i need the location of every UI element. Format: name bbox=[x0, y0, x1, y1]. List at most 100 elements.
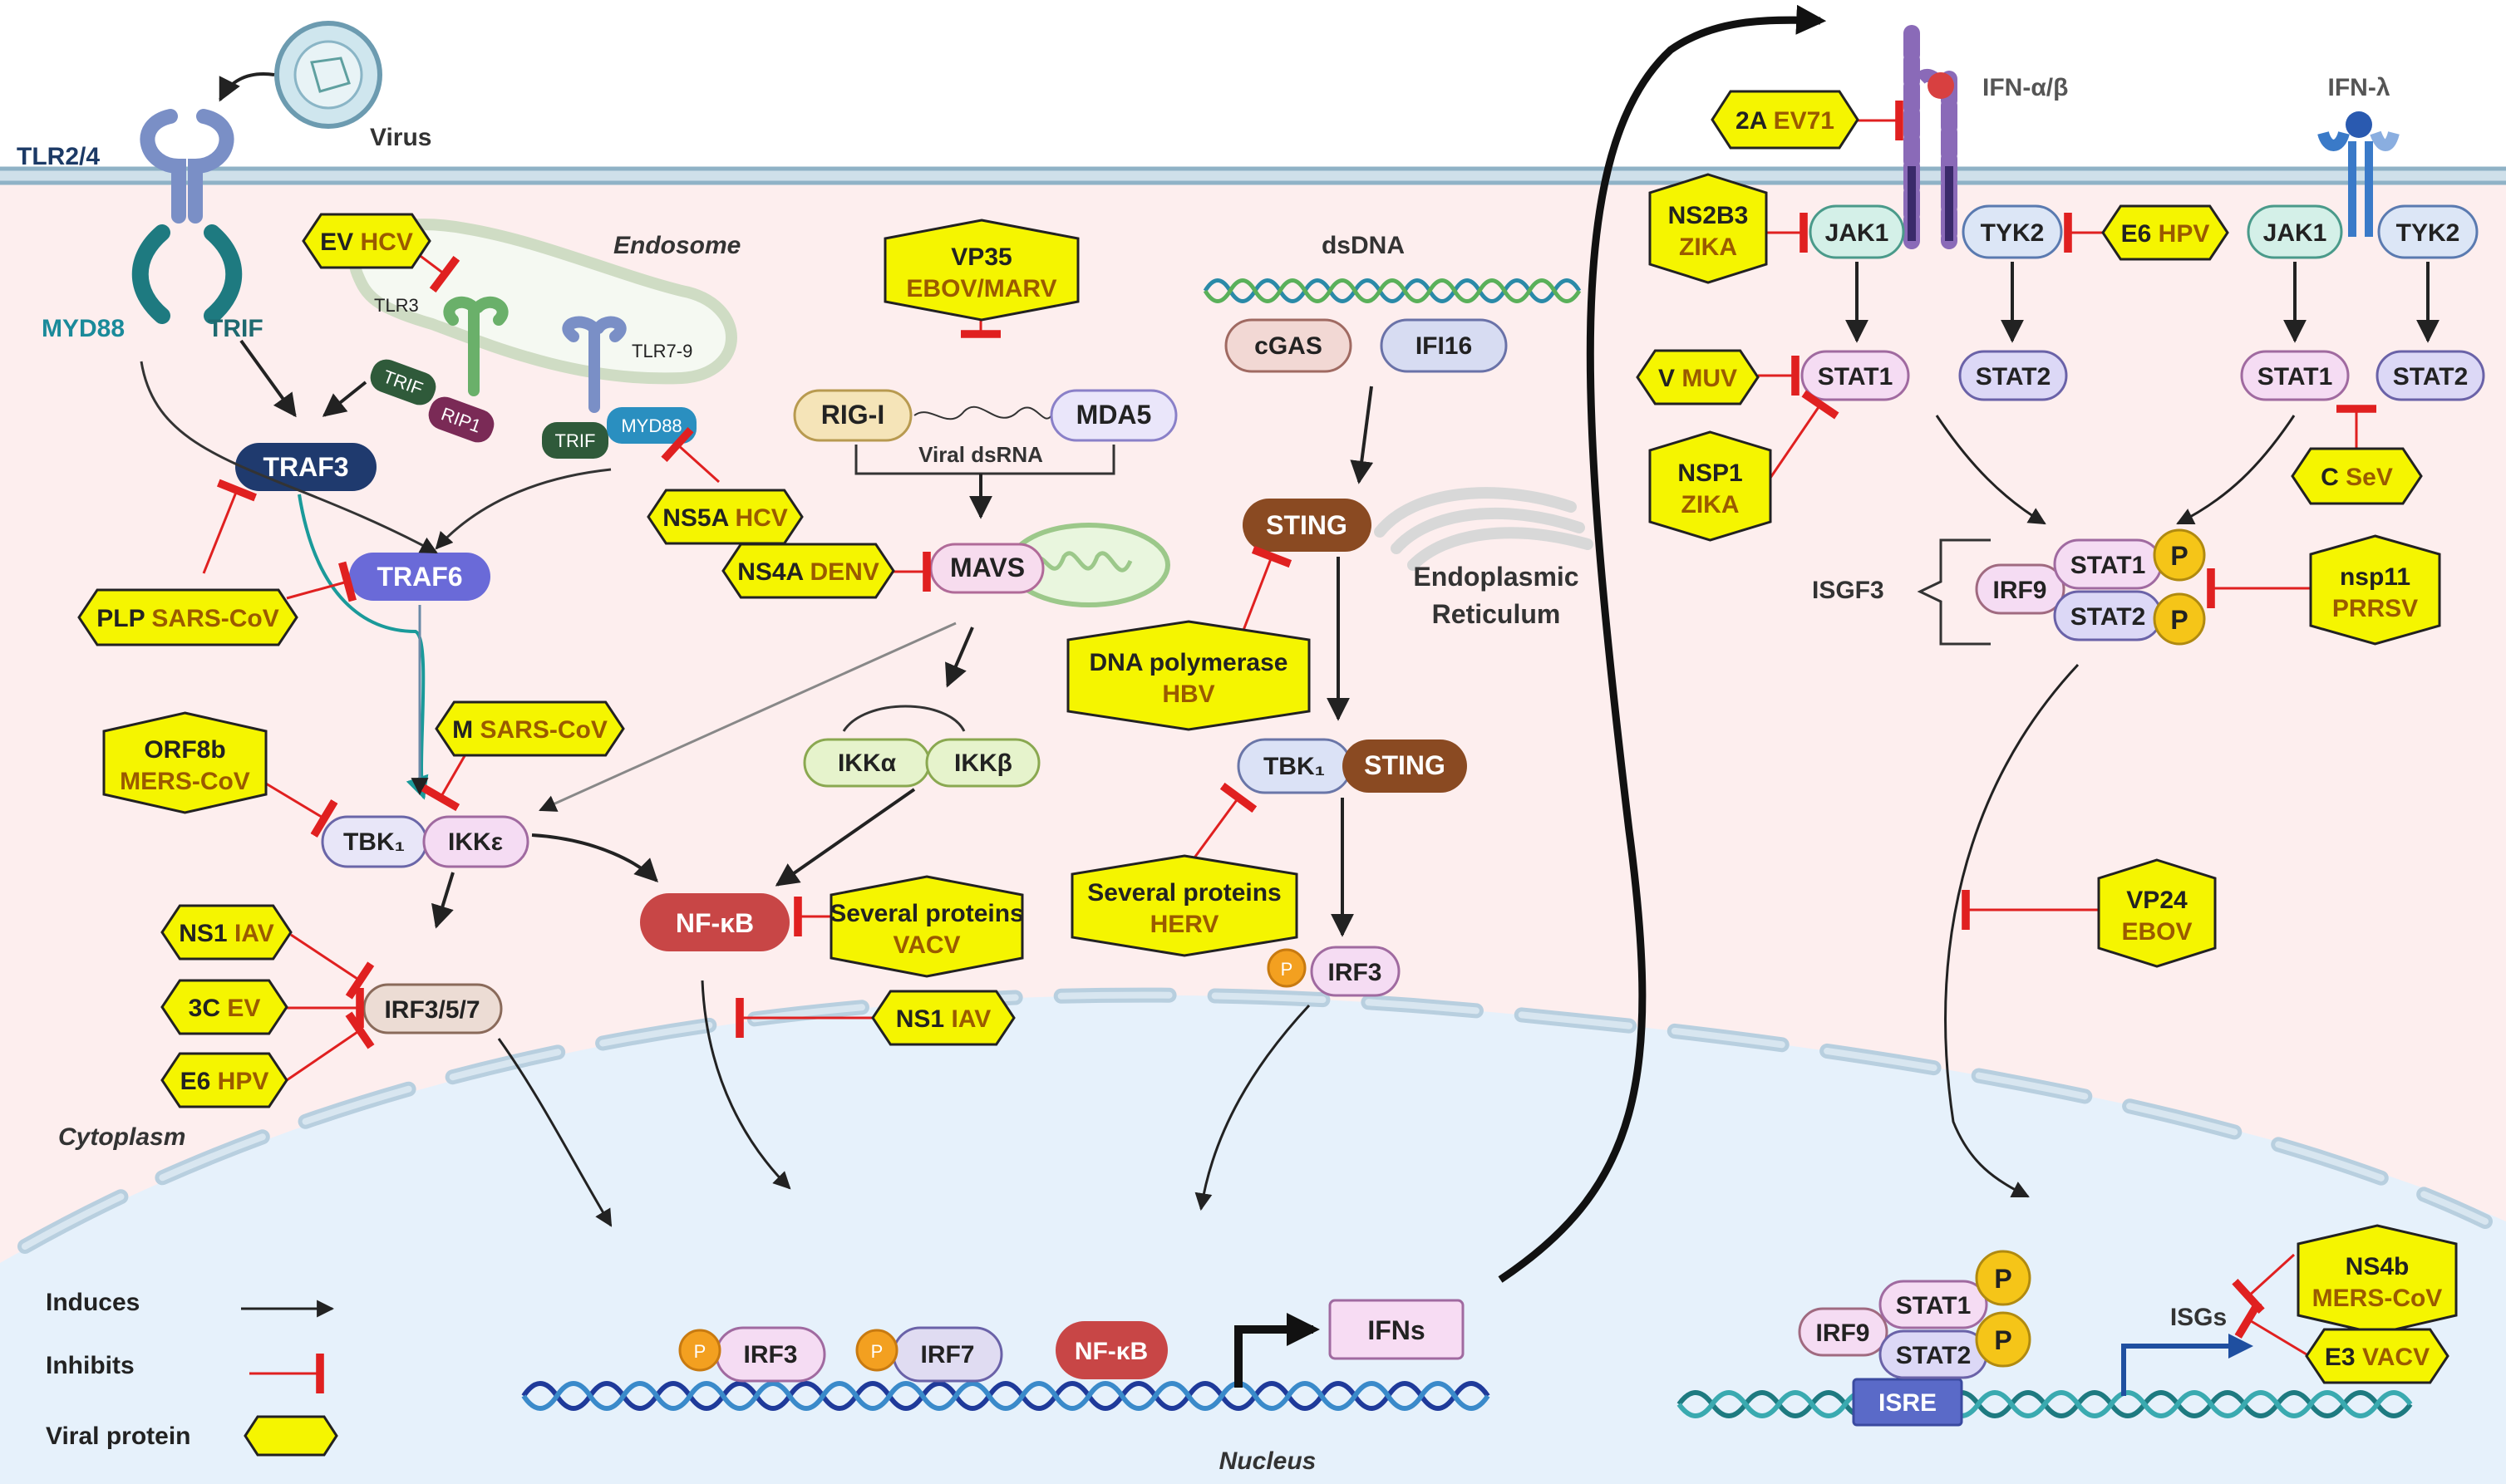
legend-inhibits-label: Inhibits bbox=[46, 1352, 135, 1379]
virus-name: EBOV/MARV bbox=[906, 275, 1056, 302]
dna-left-icon bbox=[521, 1381, 1490, 1411]
sting-node[interactable]: STING bbox=[1243, 499, 1371, 552]
viral-protein-c3-ev[interactable]: 3C EV bbox=[160, 979, 288, 1035]
myd88-tlr7-node[interactable]: MYD88 bbox=[607, 407, 697, 444]
stat2-b-node[interactable]: STAT2 bbox=[2376, 350, 2485, 401]
virus-name: MUV bbox=[1681, 365, 1737, 392]
svg-text:TRIF: TRIF bbox=[555, 430, 596, 451]
tyk2-a-node[interactable]: TYK2 bbox=[1962, 204, 2063, 259]
nfkb-nuc-node[interactable]: NF-κB bbox=[1056, 1321, 1168, 1379]
cytoplasm-label: Cytoplasm bbox=[58, 1123, 185, 1151]
sting2-node[interactable]: STING bbox=[1342, 740, 1467, 793]
viral-dsrna-icon bbox=[913, 405, 1052, 420]
stat1-b-node[interactable]: STAT1 bbox=[2240, 350, 2350, 401]
viral-protein-e6-hpv-b[interactable]: E6 HPV bbox=[2101, 204, 2229, 261]
ifns-node[interactable]: IFNs bbox=[1328, 1299, 1465, 1360]
viral-protein-name: VP35 bbox=[951, 243, 1012, 271]
svg-text:MYD88: MYD88 bbox=[621, 415, 682, 436]
svg-text:STING: STING bbox=[1364, 750, 1445, 780]
jak1-a-node[interactable]: JAK1 bbox=[1809, 204, 1905, 259]
ikkb-node[interactable]: IKKβ bbox=[925, 738, 1041, 788]
traf3-node[interactable]: TRAF3 bbox=[235, 443, 377, 491]
stat2-nuc-node[interactable]: STAT2 bbox=[1878, 1329, 1988, 1379]
cgas-node[interactable]: cGAS bbox=[1224, 318, 1352, 373]
rip1-node[interactable]: RIP1 bbox=[425, 393, 499, 447]
jak1-b-node[interactable]: JAK1 bbox=[2247, 204, 2343, 259]
tyk2-b-node[interactable]: TYK2 bbox=[2377, 204, 2479, 259]
virus-name: VACV bbox=[2362, 1344, 2430, 1371]
viral-protein-v-muv[interactable]: V MUV bbox=[1636, 349, 1760, 405]
trif-endosome-node[interactable]: TRIF bbox=[367, 356, 441, 410]
stat1-nuc-node[interactable]: STAT1 bbox=[1878, 1280, 1988, 1329]
trif-tlr7-node[interactable]: TRIF bbox=[542, 422, 608, 459]
ifi16-node[interactable]: IFI16 bbox=[1380, 318, 1508, 373]
svg-text:STAT2: STAT2 bbox=[1976, 363, 2051, 391]
viral-protein-name: PLP SARS-CoV bbox=[96, 605, 278, 632]
svg-text:IKKβ: IKKβ bbox=[954, 749, 1012, 777]
viral-protein-ns4a[interactable]: NS4A DENV bbox=[721, 543, 895, 599]
tbk1-node[interactable]: TBK₁ bbox=[321, 815, 428, 868]
mda5-node[interactable]: MDA5 bbox=[1050, 389, 1178, 442]
svg-text:TBK₁: TBK₁ bbox=[343, 828, 405, 856]
virus-name: IAV bbox=[951, 1005, 991, 1033]
irf7-nuc-node[interactable]: IRF7 P bbox=[855, 1326, 1003, 1383]
viral-protein-name: DNA polymerase bbox=[1090, 649, 1288, 676]
mavs-node[interactable]: MAVS bbox=[929, 543, 1045, 594]
ifnab-label: IFN-α/β bbox=[1982, 74, 2068, 101]
svg-text:IRF9: IRF9 bbox=[1992, 577, 2046, 604]
irf3-nuc-node[interactable]: IRF3 P bbox=[678, 1326, 826, 1383]
stat1-isgf3-node[interactable]: STAT1 bbox=[2053, 538, 2163, 590]
irf3-cyto-node[interactable]: IRF3 P bbox=[1267, 946, 1401, 997]
tbk1-sting-node[interactable]: TBK₁ bbox=[1237, 738, 1352, 794]
virus-name: VACV bbox=[893, 931, 960, 959]
viral-protein-m-sars[interactable]: M SARS-CoV bbox=[435, 700, 625, 757]
svg-text:STAT1: STAT1 bbox=[1896, 1292, 1972, 1319]
irf9-isgf3-node[interactable]: IRF9 bbox=[1975, 563, 2065, 615]
virus-icon bbox=[274, 21, 382, 129]
er-label: Endoplasmic bbox=[1413, 562, 1578, 592]
nfkb-node[interactable]: NF-κB bbox=[640, 893, 790, 951]
isre-node[interactable]: ISRE bbox=[1852, 1378, 1963, 1427]
viral-protein-ns1-a[interactable]: NS1 IAV bbox=[160, 904, 293, 961]
er-label-2: Reticulum bbox=[1432, 599, 1561, 629]
ikke-node[interactable]: IKKε bbox=[422, 815, 529, 868]
stat2-a-node[interactable]: STAT2 bbox=[1958, 350, 2068, 401]
svg-text:P: P bbox=[1994, 1264, 2011, 1294]
isgs-label: ISGs bbox=[2170, 1304, 2227, 1331]
virus-name: HERV bbox=[1150, 911, 1219, 938]
irf9-nuc-node[interactable]: IRF9 bbox=[1798, 1307, 1888, 1357]
virus-name: HCV bbox=[735, 504, 787, 532]
virus-name: HPV bbox=[2159, 220, 2210, 248]
er-icon bbox=[1374, 487, 1593, 571]
virus-label: Virus bbox=[370, 124, 432, 151]
rigi-node[interactable]: RIG-I bbox=[793, 389, 913, 442]
viral-protein-plp[interactable]: PLP SARS-CoV bbox=[77, 588, 298, 646]
viral-protein-ev71[interactable]: 2A EV71 bbox=[1711, 90, 1859, 150]
ikka-node[interactable]: IKKα bbox=[803, 738, 931, 788]
viral-protein-e3-vacv[interactable]: E3 VACV bbox=[2305, 1328, 2449, 1384]
svg-text:IFI16: IFI16 bbox=[1415, 332, 1472, 360]
stat1-a-node[interactable]: STAT1 bbox=[1800, 350, 1910, 401]
viral-protein-ns5a[interactable]: NS5A HCV bbox=[647, 489, 804, 545]
viral-protein-e6-hpv-a[interactable]: E6 HPV bbox=[160, 1052, 288, 1108]
viral-protein-name: NS4A DENV bbox=[737, 558, 879, 586]
legend-viral-protein-icon bbox=[244, 1415, 338, 1457]
traf6-node[interactable]: TRAF6 bbox=[349, 553, 490, 601]
viral-protein-ev-hcv[interactable]: EV HCV bbox=[302, 213, 431, 269]
irf357-node[interactable]: IRF3/5/7 bbox=[362, 983, 503, 1034]
viral-protein-c-sev[interactable]: C SeV bbox=[2291, 447, 2423, 505]
viral-protein-ns1-b[interactable]: NS1 IAV bbox=[871, 990, 1016, 1046]
viral-protein-name: C SeV bbox=[2321, 464, 2393, 491]
stat2-isgf3-node[interactable]: STAT2 bbox=[2053, 590, 2163, 641]
svg-text:IRF9: IRF9 bbox=[1815, 1319, 1869, 1347]
